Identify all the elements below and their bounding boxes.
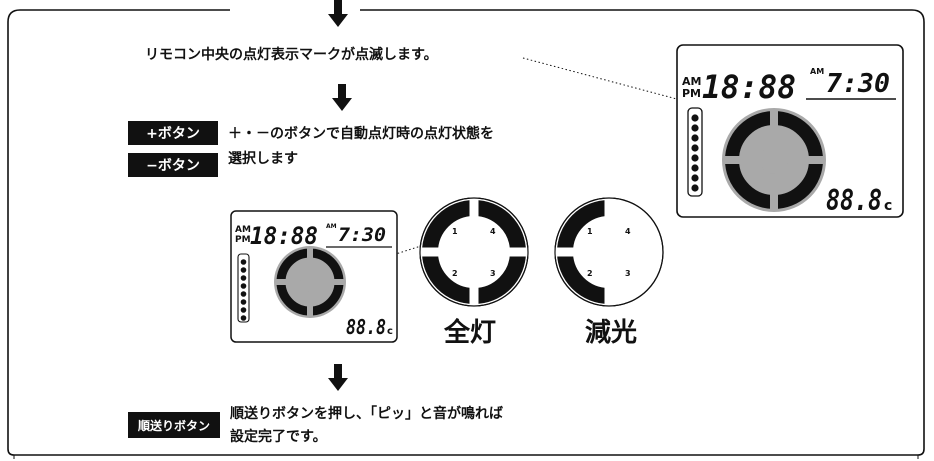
segment-2-label: 2 bbox=[587, 269, 593, 278]
full-light-label: 全灯 bbox=[444, 318, 497, 348]
arrow-down-icon bbox=[328, 364, 348, 391]
segment-3-label: 3 bbox=[490, 269, 496, 278]
main-time: 18:88 bbox=[702, 68, 796, 106]
full-light-ring-icon: 1 4 2 3 bbox=[418, 196, 530, 308]
light-ring-icon bbox=[722, 108, 826, 212]
segment-1-label: 1 bbox=[452, 227, 458, 236]
step1-text: リモコン中央の点灯表示マークが点滅します。 bbox=[145, 47, 438, 63]
alarm-time: 7:30 bbox=[826, 69, 890, 99]
remote-display-small: AM PM 18:88 AM 7:30 88.8 c bbox=[230, 210, 398, 343]
temperature: 88.8 bbox=[826, 184, 882, 217]
am-small-label: AM bbox=[810, 67, 824, 76]
light-ring-icon bbox=[274, 246, 346, 318]
am-label: AM bbox=[235, 225, 251, 235]
pm-label: PM bbox=[682, 87, 701, 100]
remote-display-large: AM PM 18:88 AM 7:30 88.8 c bbox=[676, 44, 904, 218]
order-button[interactable]: 順送りボタン bbox=[128, 412, 220, 438]
step3-line1: 順送りボタンを押し、「ピッ」と音が鳴れば bbox=[230, 406, 503, 422]
am-small-label: AM bbox=[326, 223, 337, 230]
segment-1-label: 1 bbox=[587, 227, 593, 236]
alarm-time: 7:30 bbox=[338, 224, 386, 246]
plus-button[interactable]: +ボタン bbox=[128, 121, 218, 145]
pm-label: PM bbox=[235, 235, 251, 245]
temperature: 88.8 bbox=[346, 315, 386, 339]
dim-light-ring-icon: 1 4 2 3 bbox=[553, 196, 664, 308]
step3-line2: 設定完了です。 bbox=[230, 429, 327, 445]
segment-3-label: 3 bbox=[625, 269, 631, 278]
segment-2-label: 2 bbox=[452, 269, 458, 278]
dim-light-label: 減光 bbox=[585, 318, 638, 348]
main-time: 18:88 bbox=[250, 222, 318, 250]
arrow-down-icon bbox=[328, 0, 348, 27]
step2-line1: ＋・－のボタンで自動点灯時の点灯状態を bbox=[228, 126, 494, 142]
step2-line2: 選択します bbox=[228, 151, 298, 167]
level-dots bbox=[691, 114, 699, 192]
am-label: AM bbox=[682, 75, 701, 88]
minus-button[interactable]: −ボタン bbox=[128, 153, 218, 177]
arrow-down-icon bbox=[332, 84, 352, 111]
temp-unit: c bbox=[884, 198, 892, 214]
segment-4-label: 4 bbox=[490, 227, 496, 236]
segment-4-label: 4 bbox=[625, 227, 631, 236]
temp-unit: c bbox=[387, 326, 393, 337]
